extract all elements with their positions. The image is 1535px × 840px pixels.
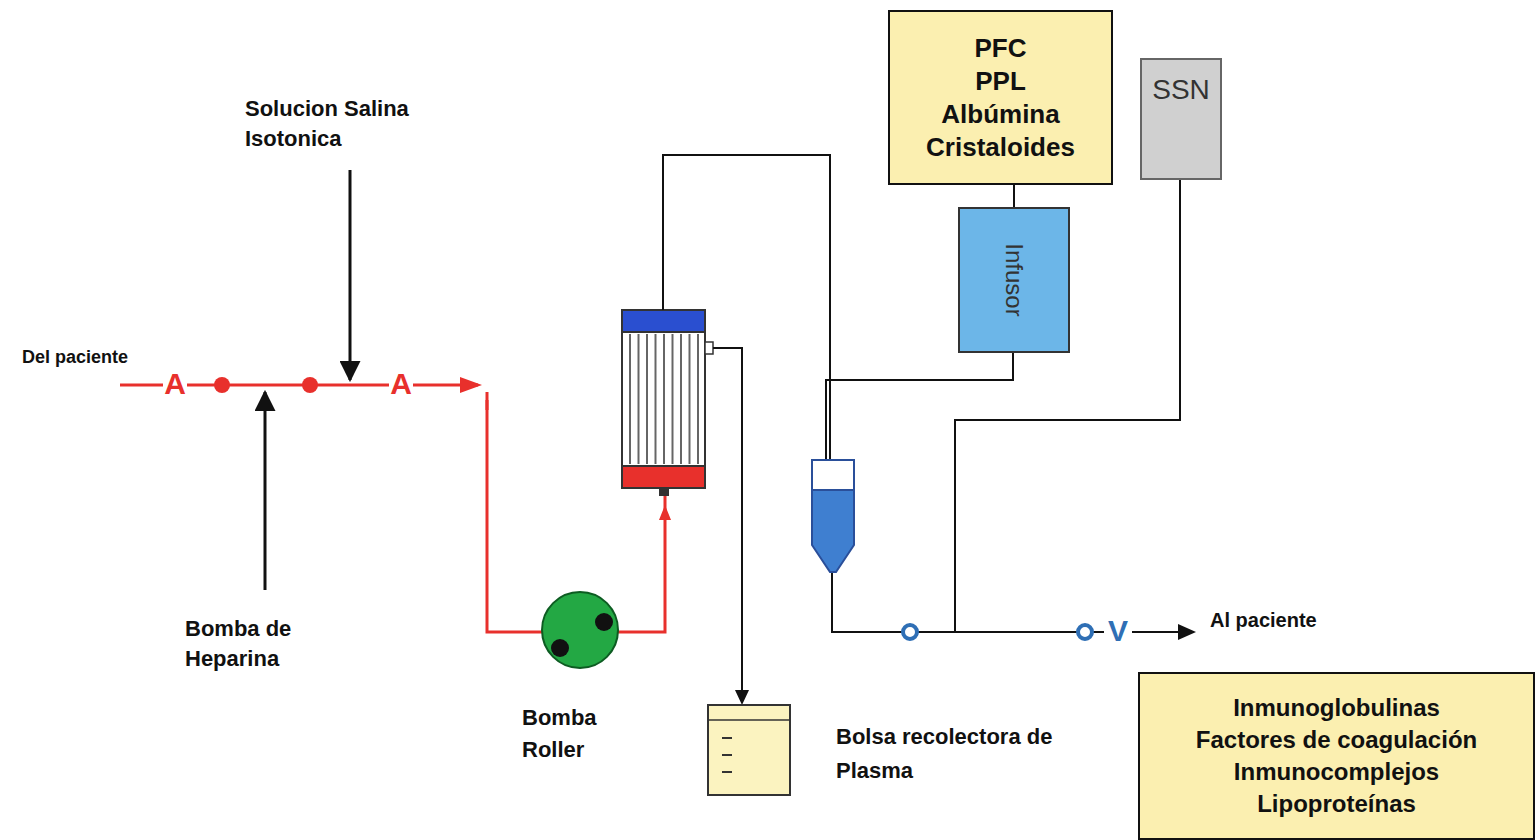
node-text: Cristaloides <box>926 131 1075 164</box>
venous-monitor: V <box>1104 614 1132 648</box>
node-text: Albúmina <box>941 98 1059 131</box>
flow-arrow <box>1178 624 1196 640</box>
inlet-label: Del paciente <box>22 346 128 368</box>
heparin-label: Bomba de Heparina <box>185 614 355 674</box>
line-clamp <box>214 377 318 393</box>
connector-line <box>1013 185 1015 207</box>
node-text: PFC <box>975 32 1027 65</box>
drip-chamber <box>812 460 854 572</box>
bag-label: Bolsa recolectora de Plasma <box>836 720 1126 788</box>
flow-arrow <box>659 505 671 520</box>
node-text: PPL <box>975 65 1026 98</box>
roller-pump <box>542 592 618 668</box>
saline-bag: SSN <box>1140 58 1222 180</box>
removed-substances-box: InmunoglobulinasFactores de coagulaciónI… <box>1138 672 1535 840</box>
outlet-label: Al paciente <box>1210 608 1317 632</box>
saline-label: Solucion Salina Isotonica <box>245 94 495 154</box>
flow-arrow <box>460 377 482 393</box>
node-text: Inmunoglobulinas <box>1233 692 1440 724</box>
pump-label: Bomba Roller <box>522 702 642 766</box>
pressure-monitor: A <box>163 368 187 400</box>
pressure-monitor: A <box>389 368 413 400</box>
node-text: Factores de coagulación <box>1196 724 1477 756</box>
node-text: Lipoproteínas <box>1257 788 1416 820</box>
flow-arrow <box>735 690 749 705</box>
plasma-bag <box>708 705 790 795</box>
node-text: SSN <box>1152 74 1210 106</box>
replacement-fluids-box: PFCPPLAlbúminaCristaloides <box>888 10 1113 185</box>
infusor-pump: Infusor <box>958 207 1070 353</box>
return-line <box>663 155 1180 700</box>
line-clamp <box>903 625 1092 639</box>
saline-arrow <box>349 170 352 380</box>
heparin-arrow <box>264 392 267 590</box>
plasma-filter <box>622 310 713 496</box>
node-text: Inmunocomplejos <box>1234 756 1439 788</box>
line-drop <box>486 392 489 410</box>
rotated-label: Infusor <box>1000 243 1028 316</box>
